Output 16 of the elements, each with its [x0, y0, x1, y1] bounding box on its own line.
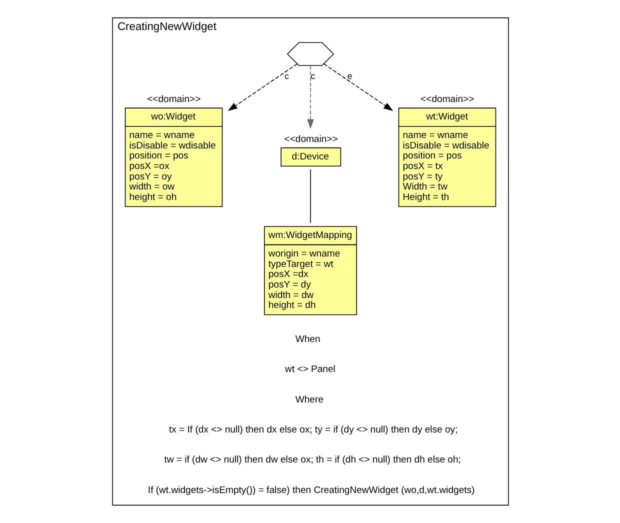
arrow	[322, 63, 393, 112]
node-label: <<domain>>	[284, 134, 338, 145]
label: When	[294, 334, 320, 345]
label: tx = If (dx <> null) then dx else ox; ty = if (dy <> null) then dy else oy;	[168, 424, 458, 436]
label: wt <> Panel	[284, 364, 335, 376]
arrow	[306, 65, 314, 129]
label: If (wt.widgets->isEmpty()) = false) then CreatingNewWidget (wo,d,wt.widgets)	[147, 484, 474, 496]
arrow	[227, 63, 298, 112]
label: Where	[294, 394, 323, 406]
node-label: <<domain>>	[146, 94, 200, 106]
label: tw = if (dw <> null) then dw else ox; th = if (dh <> null) then dh else oh;	[164, 454, 460, 466]
edge-label: c	[284, 70, 288, 81]
node-hexagon	[286, 42, 334, 66]
edge-label: e	[346, 70, 352, 81]
edge-label: c	[310, 70, 315, 81]
node-label: <<domain>>	[420, 94, 474, 106]
